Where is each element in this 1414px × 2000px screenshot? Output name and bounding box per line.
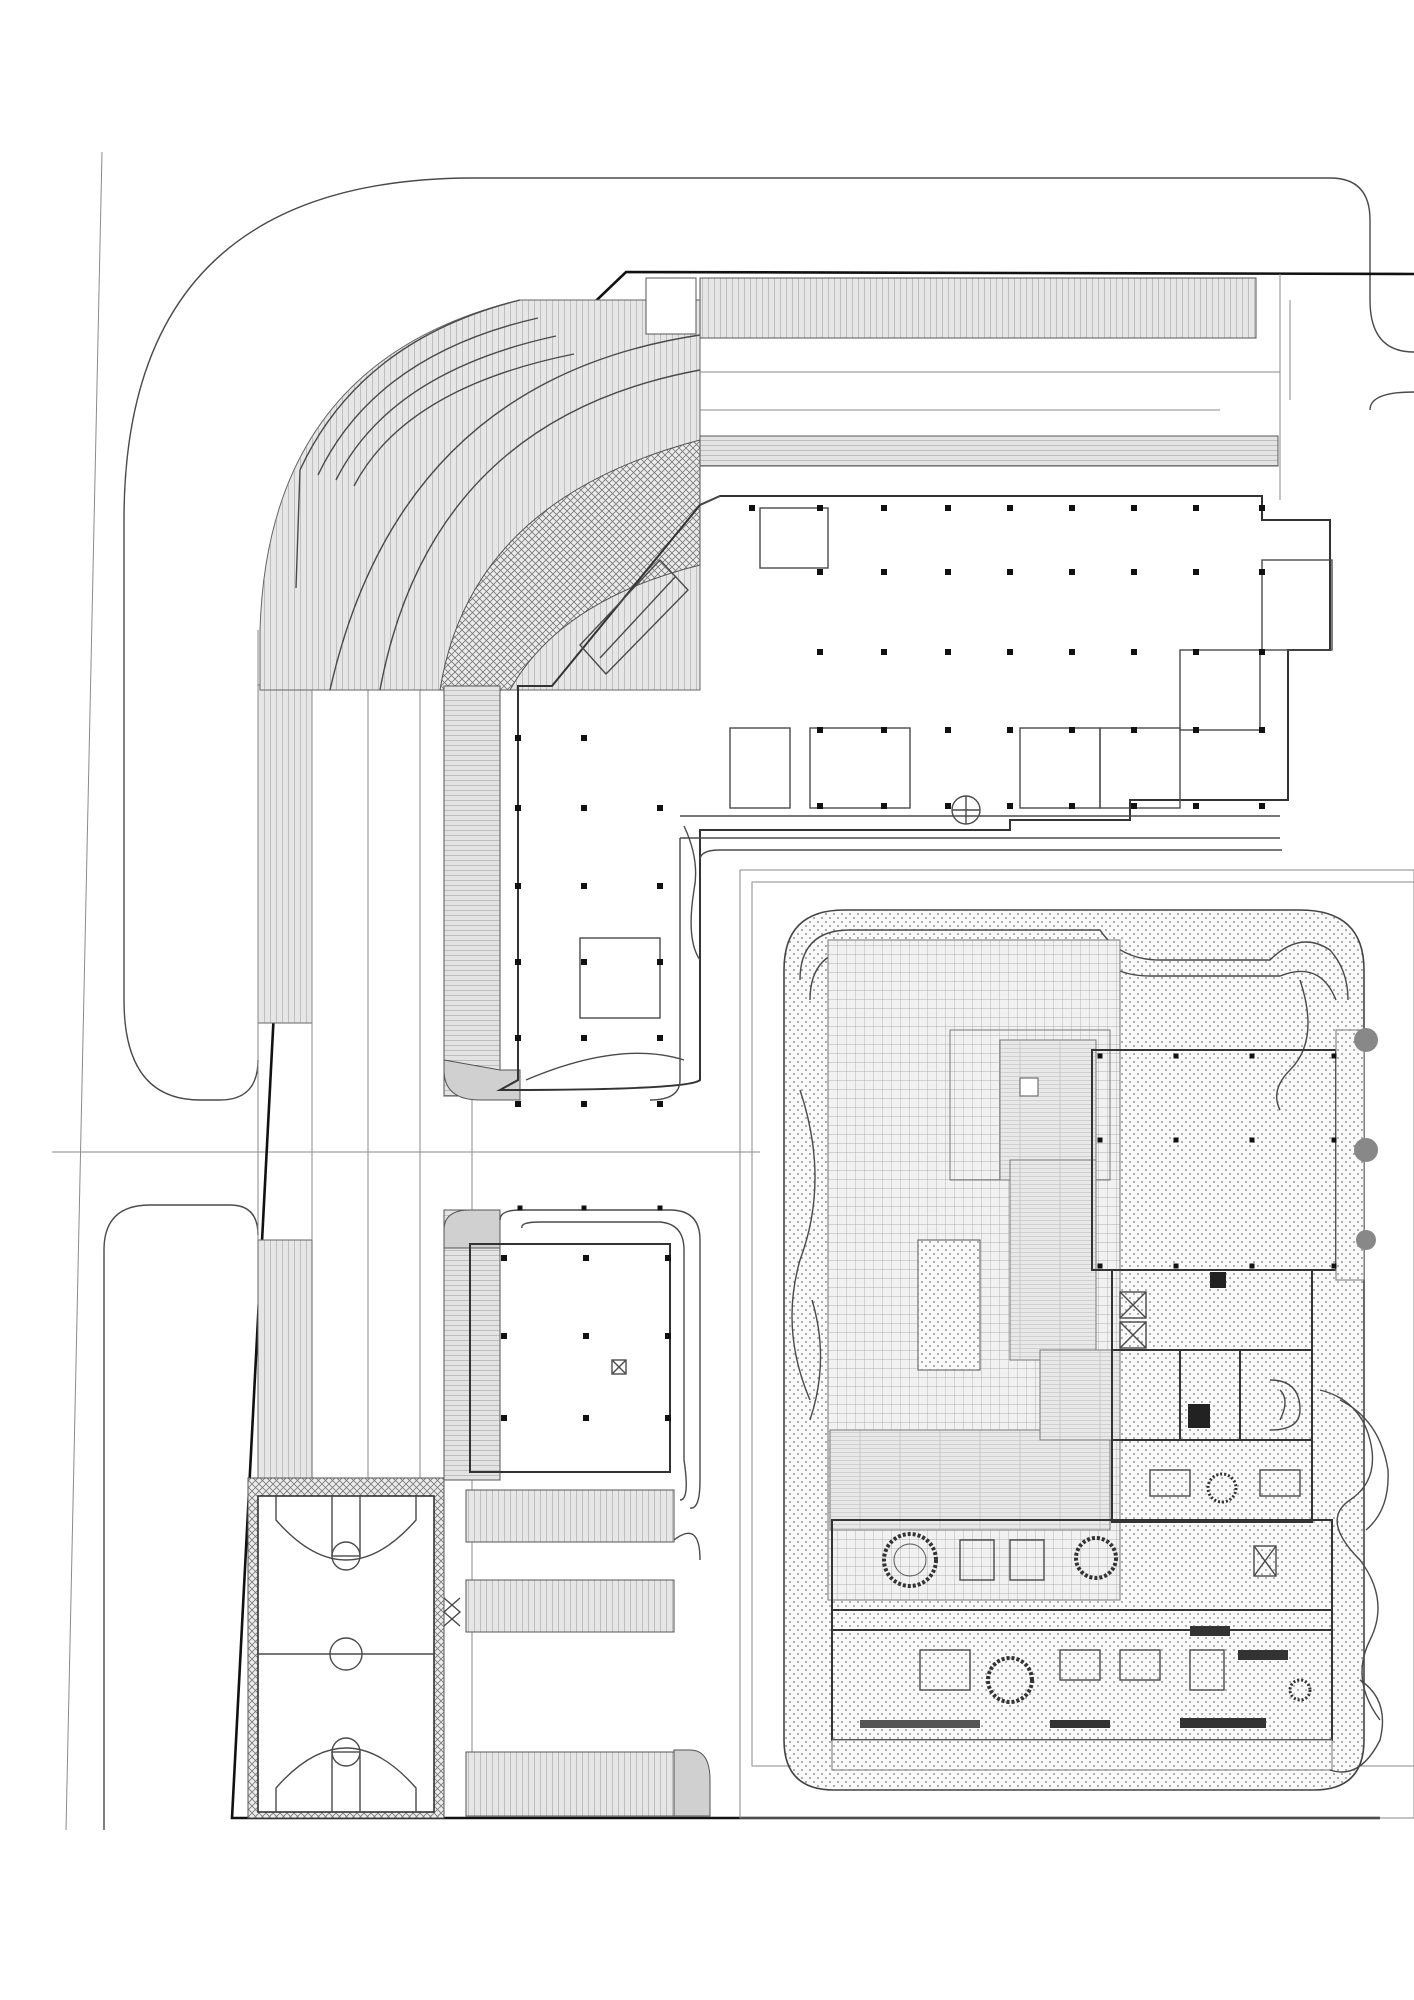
structural-column: [581, 1035, 587, 1041]
structural-column: [1131, 803, 1137, 809]
structural-column: [1331, 1137, 1337, 1143]
structural-column: [1069, 727, 1075, 733]
structural-column: [1259, 505, 1265, 511]
curved-plaza: [259, 274, 1281, 691]
structural-column: [1097, 1263, 1103, 1269]
structural-column: [945, 727, 951, 733]
l-shaped-building: [443, 435, 1333, 1101]
structural-column: [1331, 1263, 1337, 1269]
structural-column: [817, 505, 823, 511]
structural-column: [1131, 649, 1137, 655]
structural-column: [665, 1415, 671, 1421]
structural-column: [501, 1255, 507, 1261]
structural-column: [1007, 569, 1013, 575]
structural-column: [1007, 649, 1013, 655]
structural-column: [1097, 1053, 1103, 1059]
pavilion-columns: [1097, 1053, 1337, 1269]
structural-column: [1259, 727, 1265, 733]
structural-column: [945, 649, 951, 655]
structural-column: [657, 1205, 663, 1211]
south-building: [443, 1209, 701, 1509]
structural-column: [881, 649, 887, 655]
basketball-court: [247, 1477, 462, 1819]
structural-column: [1249, 1137, 1255, 1143]
structural-column: [1259, 803, 1265, 809]
structural-column: [1193, 649, 1199, 655]
structural-column: [1007, 505, 1013, 511]
structural-column: [515, 805, 521, 811]
structural-column: [515, 1101, 521, 1107]
structural-column: [1069, 803, 1075, 809]
structural-column: [657, 959, 663, 965]
structural-column: [945, 569, 951, 575]
structural-column: [881, 803, 887, 809]
structural-column: [945, 803, 951, 809]
structural-column: [1069, 569, 1075, 575]
structural-column: [581, 883, 587, 889]
parking-strips: [465, 1489, 711, 1817]
structural-column: [1249, 1263, 1255, 1269]
structural-column: [1173, 1053, 1179, 1059]
structural-column: [581, 1101, 587, 1107]
structural-column: [1259, 569, 1265, 575]
structural-column: [583, 1415, 589, 1421]
structural-column: [1193, 727, 1199, 733]
structural-column: [1131, 505, 1137, 511]
structural-column: [1069, 505, 1075, 511]
building-columns-south: [501, 1205, 671, 1509]
structural-column: [1331, 1053, 1337, 1059]
structural-column: [1193, 569, 1199, 575]
structural-column: [1173, 1263, 1179, 1269]
structural-column: [817, 803, 823, 809]
structural-column: [583, 1333, 589, 1339]
structural-column: [515, 959, 521, 965]
structural-column: [1249, 1053, 1255, 1059]
structural-column: [665, 1255, 671, 1261]
structural-column: [657, 883, 663, 889]
structural-column: [581, 1205, 587, 1211]
structural-column: [1173, 1137, 1179, 1143]
structural-column: [515, 883, 521, 889]
structural-column: [581, 805, 587, 811]
structural-column: [881, 505, 887, 511]
building-columns-north: [515, 505, 1265, 1107]
structural-column: [1131, 569, 1137, 575]
structural-column: [657, 1035, 663, 1041]
structural-column: [515, 1035, 521, 1041]
structural-column: [515, 735, 521, 741]
structural-column: [817, 649, 823, 655]
structural-column: [657, 1101, 663, 1107]
structural-column: [881, 727, 887, 733]
structural-column: [749, 505, 755, 511]
structural-column: [945, 505, 951, 511]
structural-column: [881, 569, 887, 575]
structural-column: [501, 1415, 507, 1421]
street-curbs: [52, 151, 1414, 1831]
structural-column: [1193, 505, 1199, 511]
structural-column: [501, 1333, 507, 1339]
structural-column: [581, 959, 587, 965]
structural-column: [1131, 727, 1137, 733]
structural-column: [581, 735, 587, 741]
structural-column: [1007, 727, 1013, 733]
structural-column: [1007, 803, 1013, 809]
left-paving-strip: [257, 630, 473, 1800]
courtyard-block: [739, 869, 1414, 1819]
structural-column: [817, 727, 823, 733]
structural-column: [583, 1255, 589, 1261]
structural-column: [517, 1205, 523, 1211]
structural-column: [1193, 803, 1199, 809]
structural-column: [665, 1333, 671, 1339]
structural-column: [657, 805, 663, 811]
structural-column: [1069, 649, 1075, 655]
structural-column: [1097, 1137, 1103, 1143]
structural-column: [1259, 649, 1265, 655]
structural-column: [817, 569, 823, 575]
